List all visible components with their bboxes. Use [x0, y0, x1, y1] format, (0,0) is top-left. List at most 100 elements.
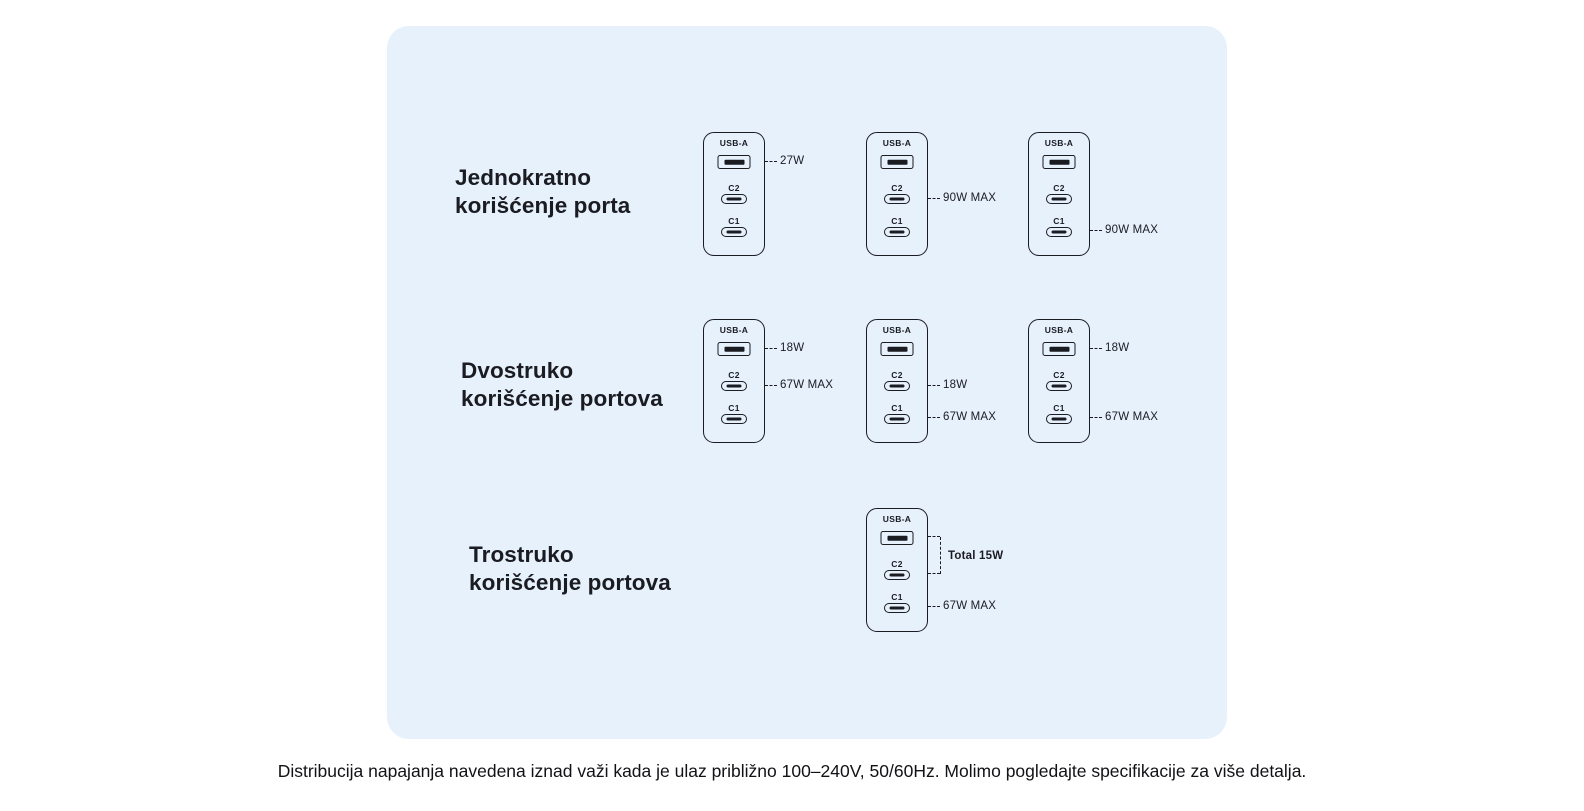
c2-port-icon — [1046, 381, 1072, 391]
footnote-caption: Distribucija napajanja navedena iznad va… — [277, 761, 1307, 781]
power-callout-c1: 67W MAX — [1090, 411, 1158, 423]
c-pin-bar — [1051, 197, 1067, 201]
usba-port-label: USB-A — [882, 325, 912, 335]
usba-port-icon — [717, 155, 751, 169]
power-value: 67W MAX — [1105, 411, 1159, 423]
c-pin-bar — [1051, 384, 1067, 388]
row-title-triple-port-use: Trostruko korišćenje portova — [469, 541, 671, 597]
usba-port-icon — [1042, 155, 1076, 169]
c-pin-bar — [726, 197, 742, 201]
diagram-panel — [387, 26, 1227, 739]
row-title-line: Trostruko — [469, 542, 574, 567]
bracket-dash-vertical — [940, 537, 941, 574]
c1-port-label: C1 — [728, 403, 740, 413]
usba-port-label: USB-A — [719, 138, 749, 148]
c-pin-bar — [1051, 417, 1067, 420]
dashed-connector — [765, 384, 777, 386]
usba-pin-bar — [1049, 346, 1069, 352]
c2-port-icon — [884, 381, 910, 391]
power-callout-c2: 90W MAX — [928, 192, 996, 204]
c2-port-icon — [1046, 194, 1072, 204]
charger-row1-3: USB-A C2 C1 — [1028, 132, 1090, 256]
power-value: 90W MAX — [1105, 224, 1159, 236]
c1-port-label: C1 — [1053, 216, 1065, 226]
charger-row3-1: USB-A C2 C1 — [866, 508, 928, 632]
c-pin-bar — [889, 384, 905, 388]
c1-port-label: C1 — [891, 592, 903, 602]
dashed-connector — [765, 160, 777, 162]
bracket-dash-top — [928, 536, 940, 537]
power-value: 67W MAX — [943, 411, 997, 423]
row-title-single-port-use: Jednokratno korišćenje porta — [455, 164, 630, 220]
c-pin-bar — [889, 573, 905, 577]
c2-port-label: C2 — [1053, 183, 1065, 193]
power-value: 67W MAX — [943, 600, 997, 612]
dashed-connector — [1090, 229, 1102, 231]
c1-port-icon — [721, 413, 747, 424]
dashed-connector — [928, 197, 940, 199]
c1-port-icon — [884, 602, 910, 613]
c2-port-label: C2 — [728, 183, 740, 193]
c1-port-icon — [884, 226, 910, 237]
charger-row1-1: USB-A C2 C1 — [703, 132, 765, 256]
c-pin-bar — [889, 417, 905, 420]
usba-port-icon — [880, 342, 914, 356]
c2-port-label: C2 — [1053, 370, 1065, 380]
c1-port-label: C1 — [728, 216, 740, 226]
usba-pin-bar — [724, 159, 744, 165]
c1-port-icon — [721, 226, 747, 237]
c-pin-bar — [1051, 230, 1067, 233]
c2-port-label: C2 — [891, 559, 903, 569]
c1-port-label: C1 — [891, 403, 903, 413]
power-value: 27W — [780, 155, 805, 167]
c1-port-icon — [1046, 413, 1072, 424]
bracket-total-label: Total 15W — [948, 550, 1004, 562]
power-callout-c2: 67W MAX — [765, 379, 833, 391]
power-callout-c1: 90W MAX — [1090, 224, 1158, 236]
c2-port-icon — [721, 194, 747, 204]
row-title-dual-port-use: Dvostruko korišćenje portova — [461, 357, 663, 413]
row-title-line: korišćenje portova — [461, 386, 663, 411]
c1-port-label: C1 — [1053, 403, 1065, 413]
power-value: 18W — [943, 379, 968, 391]
charger-row2-3: USB-A C2 C1 — [1028, 319, 1090, 443]
dashed-connector — [1090, 347, 1102, 349]
charger-row2-2: USB-A C2 C1 — [866, 319, 928, 443]
row-title-line: Dvostruko — [461, 358, 574, 383]
c-pin-bar — [889, 606, 905, 609]
c1-port-label: C1 — [891, 216, 903, 226]
usba-port-icon — [1042, 342, 1076, 356]
c1-port-icon — [1046, 226, 1072, 237]
usba-port-label: USB-A — [1044, 325, 1074, 335]
power-value: 90W MAX — [943, 192, 997, 204]
power-callout-c1: 67W MAX — [928, 600, 996, 612]
c2-port-label: C2 — [891, 183, 903, 193]
c-pin-bar — [726, 384, 742, 388]
c-pin-bar — [889, 230, 905, 233]
power-callout-usba: 18W — [765, 342, 804, 354]
usba-pin-bar — [887, 346, 907, 352]
dashed-connector — [1090, 416, 1102, 418]
charger-row1-2: USB-A C2 C1 — [866, 132, 928, 256]
usba-port-icon — [717, 342, 751, 356]
row-title-line: Jednokratno — [455, 165, 592, 190]
usba-port-label: USB-A — [719, 325, 749, 335]
c2-port-icon — [884, 194, 910, 204]
dashed-connector — [928, 605, 940, 607]
c2-port-icon — [721, 381, 747, 391]
dashed-connector — [928, 416, 940, 418]
usba-port-label: USB-A — [1044, 138, 1074, 148]
power-value: 18W — [780, 342, 805, 354]
usba-port-label: USB-A — [882, 138, 912, 148]
usba-port-icon — [880, 155, 914, 169]
usba-pin-bar — [724, 346, 744, 352]
c-pin-bar — [726, 417, 742, 420]
c-pin-bar — [889, 197, 905, 201]
power-value: 67W MAX — [780, 379, 834, 391]
power-callout-usba: 18W — [1090, 342, 1129, 354]
power-callout-c1: 67W MAX — [928, 411, 996, 423]
usba-port-icon — [880, 531, 914, 545]
c1-port-icon — [884, 413, 910, 424]
power-callout-usba: 27W — [765, 155, 804, 167]
